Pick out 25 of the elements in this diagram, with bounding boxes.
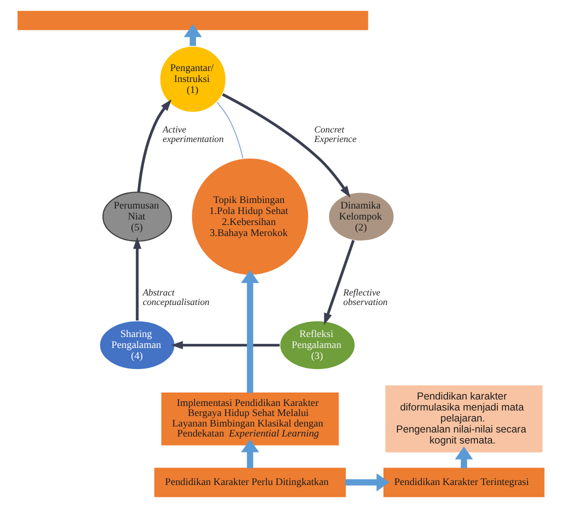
node-box: Pendidikan Karakter Terintegrasi xyxy=(383,468,544,498)
node-box: Implementasi Pendidikan Karakter Bergaya Hidup Sehat Melalui Layanan Bimbingan Klasikal dengan Pendekatan Experiential Learning xyxy=(161,392,339,446)
arrow xyxy=(324,240,355,326)
edge-label: Reflective observation xyxy=(343,288,388,308)
arrow xyxy=(137,99,172,192)
node-ellipse: Dinamika Kelompok (2) xyxy=(328,192,395,242)
edge-label: Abstract conceptualisation xyxy=(142,288,210,308)
arrow xyxy=(222,93,350,198)
arrow xyxy=(241,439,260,468)
edge-label: Active experimentation xyxy=(162,126,224,145)
arrow xyxy=(184,24,202,46)
edge-label: Concret Experience xyxy=(314,126,357,145)
arrow xyxy=(345,473,390,492)
node-ellipse: Refleksi Pengalaman (3) xyxy=(279,320,356,370)
arrow xyxy=(133,237,142,320)
node-box: Pendidikan karakter diformulasika menjadi mata pelajaran. Pengenalan nilai-nilai secara kognit semata. xyxy=(385,385,542,452)
arrow xyxy=(454,446,473,468)
connector xyxy=(216,102,244,158)
node-bar xyxy=(18,10,368,30)
node-ellipse: Sharing Pengalaman (4) xyxy=(98,320,176,370)
node-ellipse: Perumusan Niat (5) xyxy=(102,192,172,242)
arrow xyxy=(241,270,260,393)
node-box: Pendidikan Karakter Perlu Ditingkatkan xyxy=(154,468,346,498)
node-circle: Topik Bimbingan 1.Pola Hidup Sehat 2.Kebersihan 3.Bahaya Merokok xyxy=(190,157,310,276)
arrow xyxy=(171,341,280,350)
